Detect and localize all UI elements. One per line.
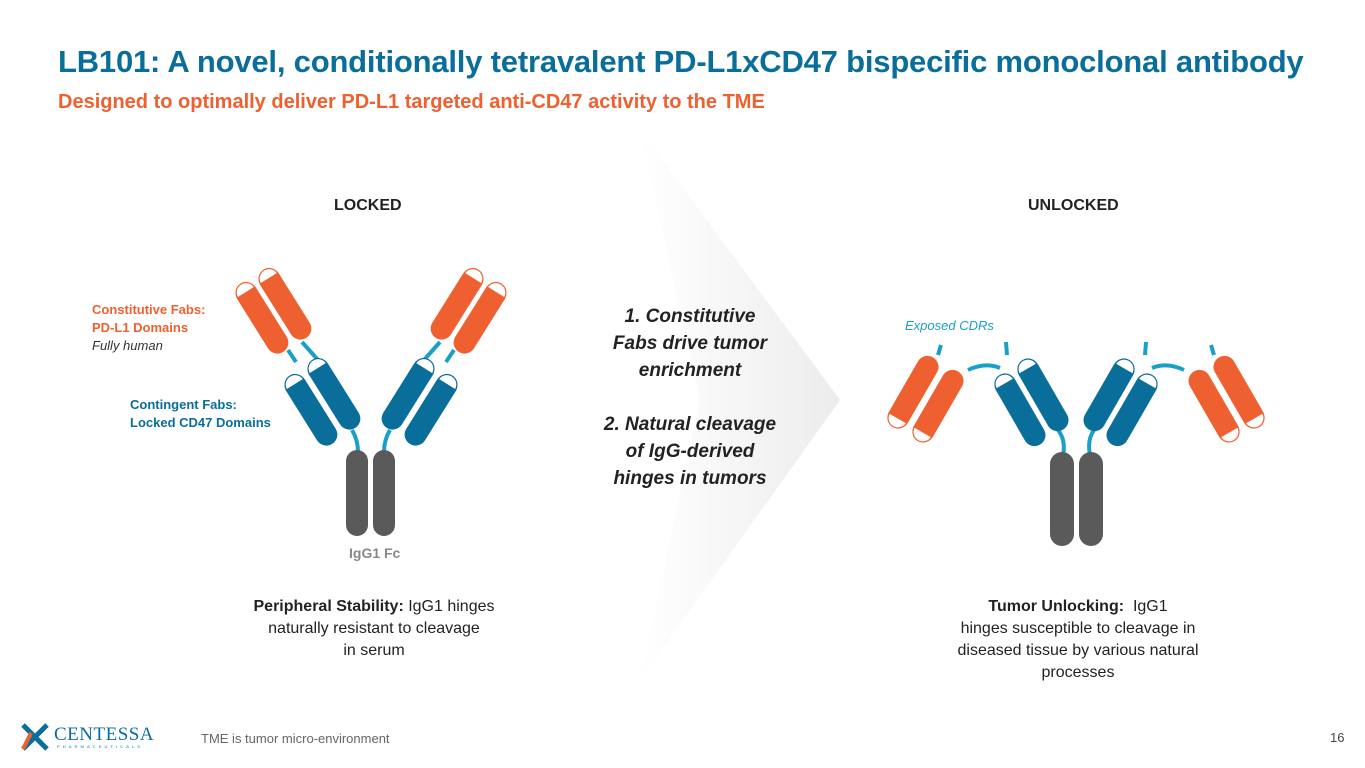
- desc-bold: Tumor Unlocking:: [988, 598, 1125, 615]
- constitutive-fabs-label: Constitutive Fabs: PD-L1 Domains Fully h…: [92, 301, 205, 355]
- desc-line: IgG1 hinges: [403, 598, 495, 615]
- fc-chain: [373, 450, 395, 536]
- footnote: TME is tumor micro-environment: [201, 731, 390, 746]
- logo-wordmark: CENTESSA: [54, 724, 155, 745]
- exposed-cdrs-label: Exposed CDRs: [905, 318, 994, 333]
- page-number: 16: [1330, 730, 1345, 745]
- constitutive-title: Constitutive Fabs:: [92, 302, 206, 317]
- step1-line: enrichment: [638, 360, 742, 381]
- desc-bold: Peripheral Stability:: [253, 598, 404, 615]
- locked-header: LOCKED: [334, 197, 402, 214]
- tumor-unlocking-text: Tumor Unlocking: IgG1 hinges susceptible…: [918, 596, 1238, 684]
- fc-chain: [1079, 452, 1103, 546]
- page-title: LB101: A novel, conditionally tetravalen…: [58, 44, 1304, 79]
- peripheral-stability-text: Peripheral Stability: IgG1 hinges natura…: [214, 596, 534, 662]
- contingent-title: Contingent Fabs:: [130, 397, 237, 412]
- constitutive-domain: PD-L1 Domains: [92, 320, 189, 335]
- contingent-domain: Locked CD47 Domains: [130, 415, 271, 430]
- desc-line: processes: [1041, 664, 1115, 681]
- step2-line: hinges in tumors: [613, 468, 767, 489]
- unlocked-antibody: [882, 341, 1270, 546]
- step2-line: of IgG-derived: [625, 441, 755, 462]
- arrow-chevron: [640, 130, 840, 680]
- unlocked-header: UNLOCKED: [1028, 197, 1119, 214]
- centessa-logo-icon: [21, 723, 49, 751]
- step1-line: Fabs drive tumor: [612, 333, 768, 354]
- constitutive-note: Fully human: [92, 338, 163, 353]
- desc-line: in serum: [343, 642, 405, 659]
- desc-line: IgG1: [1124, 598, 1168, 615]
- fc-label: IgG1 Fc: [349, 545, 401, 561]
- page-subtitle: Designed to optimally deliver PD-L1 targ…: [58, 91, 765, 113]
- locked-antibody: [230, 263, 512, 536]
- fc-chain: [1050, 452, 1074, 546]
- mechanism-steps: 1. Constitutive Fabs drive tumor enrichm…: [560, 303, 820, 492]
- fc-chain: [346, 450, 368, 536]
- desc-line: diseased tissue by various natural: [957, 642, 1199, 659]
- logo-subtitle: PHARMACEUTICALS: [57, 744, 144, 749]
- step2-line: 2. Natural cleavage: [603, 414, 777, 435]
- desc-line: naturally resistant to cleavage: [268, 620, 480, 637]
- contingent-fabs-label: Contingent Fabs: Locked CD47 Domains: [130, 396, 271, 432]
- step1-line: 1. Constitutive: [624, 306, 756, 327]
- desc-line: hinges susceptible to cleavage in: [960, 620, 1196, 637]
